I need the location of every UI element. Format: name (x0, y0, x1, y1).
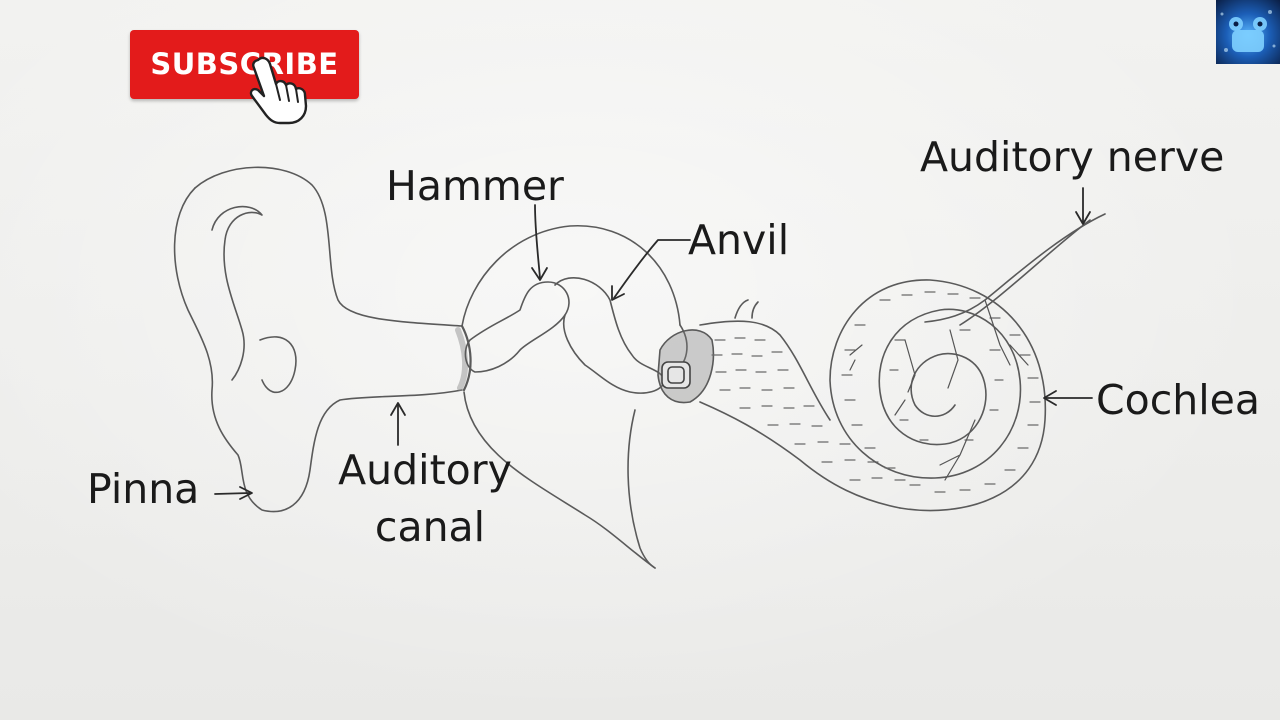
label-pinna: Pinna (87, 465, 200, 513)
label-auditory-nerve: Auditory nerve (920, 133, 1225, 181)
label-anvil: Anvil (688, 216, 790, 264)
hammer-bone (464, 281, 570, 373)
pointer-arrows (214, 187, 1093, 500)
label-cochlea: Cochlea (1096, 376, 1260, 424)
cochlea-tube (699, 299, 906, 509)
subscribe-button[interactable]: SUBSCRIBE (130, 30, 359, 99)
auditory-nerve-line (924, 213, 1106, 326)
pinna-outline (173, 166, 463, 513)
anvil-bone (554, 276, 666, 394)
robot-logo-icon[interactable] (1216, 0, 1280, 64)
cochlea-spiral (829, 279, 1047, 512)
middle-ear-cavity (461, 225, 688, 569)
oval-window (657, 329, 715, 404)
label-hammer: Hammer (386, 162, 564, 210)
eardrum (455, 324, 472, 392)
label-auditory-canal-line2: canal (374, 503, 486, 551)
label-auditory-canal-line1: Auditory (338, 446, 512, 494)
